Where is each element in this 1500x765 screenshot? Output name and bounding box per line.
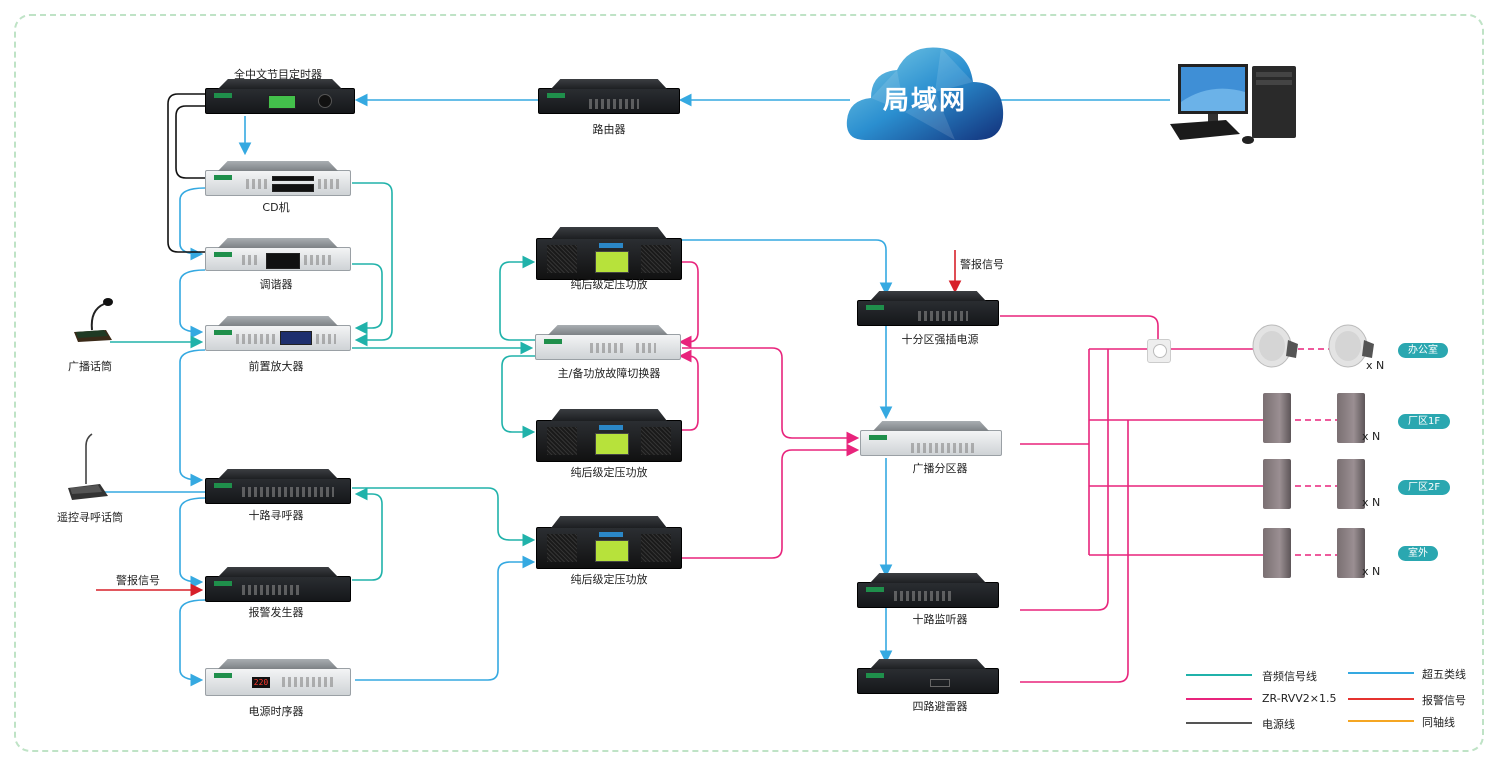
knob-icon	[1153, 344, 1167, 358]
zone-tag-2f: 厂区2F	[1398, 480, 1451, 495]
wire-switcher-amp1	[499, 255, 536, 341]
wire-pager-amp3	[352, 487, 536, 547]
wire-bus-3	[1020, 420, 1129, 683]
label-sequencer: 电源时序器	[248, 705, 304, 718]
wire-switcher-zoner	[682, 347, 860, 445]
power-amplifier-3	[536, 516, 682, 569]
cd-player	[205, 161, 351, 196]
label-amp3: 纯后级定压功放	[570, 573, 648, 586]
wire-bus-2	[1020, 349, 1109, 611]
wire-power-1	[167, 93, 205, 253]
label-broadcast-mic: 广播话筒	[68, 360, 112, 373]
column-speaker-1f-b	[1337, 393, 1365, 443]
count-office: x N	[1366, 359, 1385, 372]
ceiling-speaker-icon	[1328, 324, 1374, 368]
ten-way-monitor	[857, 573, 999, 608]
wire-tuner-preamp-audio	[352, 263, 383, 335]
wire-cd-tuner	[179, 187, 206, 261]
count-outdoor: x N	[1362, 565, 1381, 578]
ten-way-pager	[205, 469, 351, 504]
wire-cd-preamp	[352, 182, 393, 347]
zone-tag-office: 办公室	[1398, 343, 1448, 358]
wire-seq-amp3	[355, 555, 536, 681]
label-zoner: 广播分区器	[912, 462, 968, 475]
computer-icon	[1170, 64, 1296, 144]
legend-rvv: ZR-RVV2×1.5	[1262, 692, 1337, 705]
label-tuner: 调谐器	[259, 278, 293, 291]
lan-cloud: 局域网	[845, 42, 1005, 148]
power-amplifier-1	[536, 227, 682, 280]
lan-label: 局域网	[882, 86, 967, 116]
zone-tag-1f: 厂区1F	[1398, 414, 1451, 429]
wire-amp3-zoner	[682, 443, 860, 559]
wire-amp1-switcher	[678, 261, 699, 349]
legend-audio: 音频信号线	[1262, 670, 1317, 683]
label-pager: 十路寻呼器	[248, 509, 304, 522]
column-speaker-out-b	[1337, 528, 1365, 578]
wire-amp2-switcher	[678, 349, 699, 431]
diagram-frame	[14, 14, 1484, 752]
power-amplifier-2	[536, 409, 682, 462]
label-switcher: 主/备功放故障切换器	[557, 367, 661, 380]
broadcast-zoner	[860, 421, 1002, 456]
wire-strip-volume	[1000, 315, 1159, 340]
volume-control	[1147, 339, 1171, 363]
wire-power-2	[175, 105, 205, 179]
label-timer: 全中文节目定时器	[234, 68, 322, 81]
label-alarm-signal-left: 警报信号	[116, 574, 160, 587]
ceiling-speaker-icon	[1252, 324, 1298, 368]
microphone-icon	[74, 298, 113, 342]
sequencer-display: 220	[252, 677, 270, 688]
column-speaker-out-a	[1263, 528, 1291, 578]
wire-tuner-preamp	[179, 269, 206, 339]
label-router: 路由器	[592, 123, 626, 136]
count-1f: x N	[1362, 430, 1381, 443]
legend-cat5: 超五类线	[1422, 668, 1466, 681]
label-alarm-signal-right: 警报信号	[960, 258, 1004, 271]
label-remote-mic: 遥控寻呼话筒	[57, 511, 123, 524]
column-speaker-2f-b	[1337, 459, 1365, 509]
label-cd: CD机	[262, 201, 290, 214]
label-alarm-gen: 报警发生器	[248, 606, 304, 619]
router	[538, 79, 680, 114]
legend-coax: 同轴线	[1422, 716, 1455, 729]
zone-tag-outdoor: 室外	[1398, 546, 1438, 561]
label-amp1: 纯后级定压功放	[570, 278, 648, 291]
count-2f: x N	[1362, 496, 1381, 509]
amp-failover-switcher	[535, 325, 681, 360]
ceiling-speaker-1	[1252, 322, 1298, 372]
column-speaker-1f-a	[1263, 393, 1291, 443]
column-speaker-2f-a	[1263, 459, 1291, 509]
wire-amp1-powerstrip	[682, 239, 893, 296]
preamplifier	[205, 316, 351, 351]
four-way-arrester	[857, 659, 999, 694]
wire-alarm-seq	[179, 599, 206, 687]
wire-alarm-pager	[352, 487, 383, 581]
zone-power-strip	[857, 291, 999, 326]
paging-microphone-icon	[68, 433, 108, 500]
wire-switcher-amp2	[501, 355, 536, 439]
wire-pager-alarm	[179, 497, 206, 589]
tuner	[205, 238, 351, 271]
label-monitor: 十路监听器	[912, 613, 968, 626]
legend-alarm: 报警信号	[1422, 694, 1466, 707]
label-arrester: 四路避雷器	[912, 700, 968, 713]
label-power-strip: 十分区强插电源	[901, 333, 979, 346]
wire-preamp-pager	[179, 349, 206, 487]
ceiling-speaker-n	[1328, 322, 1374, 372]
label-preamp: 前置放大器	[248, 360, 304, 373]
cloud-icon	[846, 47, 1004, 140]
label-amp2: 纯后级定压功放	[570, 466, 648, 479]
legend-power: 电源线	[1262, 718, 1295, 731]
broadcast-microphone	[70, 296, 116, 344]
program-timer	[205, 79, 355, 114]
remote-paging-microphone	[66, 432, 112, 502]
computer	[1170, 62, 1300, 146]
alarm-generator	[205, 567, 351, 602]
power-sequencer: 220	[205, 659, 351, 696]
